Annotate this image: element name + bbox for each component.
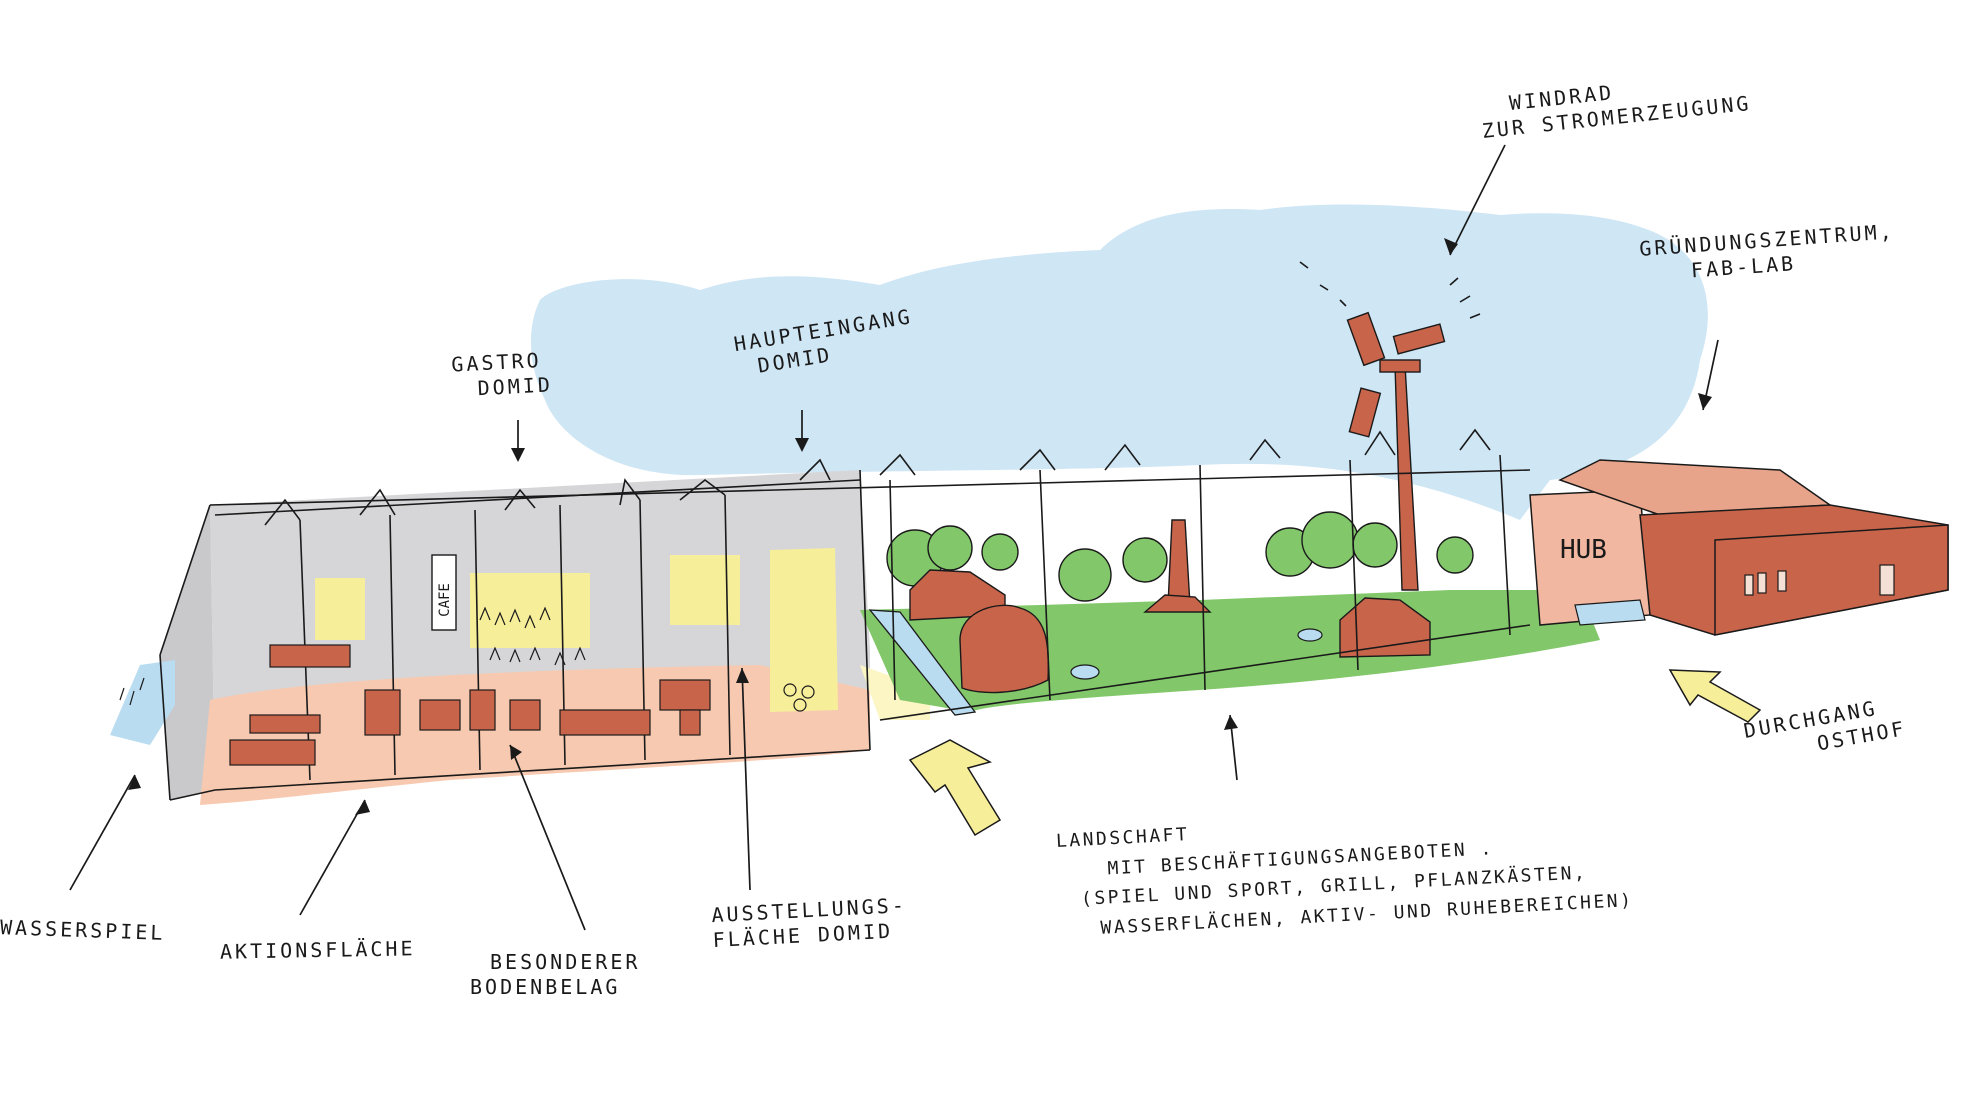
water-pool-left — [110, 660, 175, 745]
greenhouse-2 — [959, 604, 1050, 694]
arrow-osthof[interactable] — [1668, 669, 1762, 723]
turbine-blade-2 — [1392, 323, 1446, 355]
tree-3 — [981, 533, 1019, 571]
wind-turbine — [1346, 311, 1446, 591]
yellow-panel-2 — [670, 555, 740, 625]
pond-1 — [1070, 664, 1100, 680]
people-scribbles — [119, 606, 815, 712]
tree-2 — [927, 525, 973, 571]
label-gastro-line-2: DOMID — [477, 372, 554, 401]
greenhouse-1 — [909, 569, 1006, 621]
tower-base — [1143, 594, 1212, 613]
turbine-blade-3 — [1348, 387, 1382, 438]
hub-building — [1529, 459, 1949, 636]
cafe-sign-text: CAFE — [437, 583, 453, 617]
greenhouses — [909, 569, 1431, 694]
label-bodenbelag: BESONDERER BODENBELAG — [470, 950, 640, 1000]
water-strip — [868, 609, 977, 716]
grill-tower — [1143, 519, 1212, 613]
tree-5 — [1122, 537, 1168, 583]
label-boden-line-1: BESONDERER — [490, 950, 641, 974]
label-aktionsflaeche: AKTIONSFLÄCHE — [220, 936, 416, 964]
label-ausstellungsflaeche: AUSSTELLUNGS- FLÄCHE DOMID — [711, 893, 909, 953]
arrow-main-entrance[interactable] — [908, 739, 1002, 837]
hall-left-wall — [160, 505, 215, 800]
tree-7 — [1301, 511, 1359, 569]
hall-furniture — [229, 644, 711, 766]
hub-bench — [1574, 599, 1646, 626]
tree-9 — [1436, 536, 1474, 574]
leader-arrows — [69, 144, 1719, 931]
yellow-panel-1 — [315, 578, 365, 640]
hub-roof — [1558, 459, 1833, 516]
tower-shaft — [1167, 519, 1191, 606]
cafe-sign: CAFE — [431, 554, 457, 631]
leader-arrowheads — [128, 238, 1712, 815]
yellow-panel-cafe — [470, 573, 590, 648]
turbine-blade-1 — [1346, 311, 1386, 367]
hub-windows — [1744, 564, 1895, 596]
tree-4 — [1058, 548, 1112, 602]
hub-side-front — [1714, 524, 1949, 636]
label-boden-line-2: BODENBELAG — [470, 975, 621, 999]
hub-sign: HUB — [1560, 535, 1607, 565]
sky-area — [530, 204, 1708, 521]
turbine-motion-marks — [1299, 261, 1481, 319]
tree-8 — [1352, 522, 1398, 568]
label-gastro: GASTRO DOMID — [451, 347, 554, 402]
entrance-yellow — [770, 548, 838, 712]
label-aktion-text: AKTIONSFLÄCHE — [219, 936, 416, 964]
turbine-hub — [1379, 359, 1421, 373]
pond-2 — [1297, 628, 1323, 642]
